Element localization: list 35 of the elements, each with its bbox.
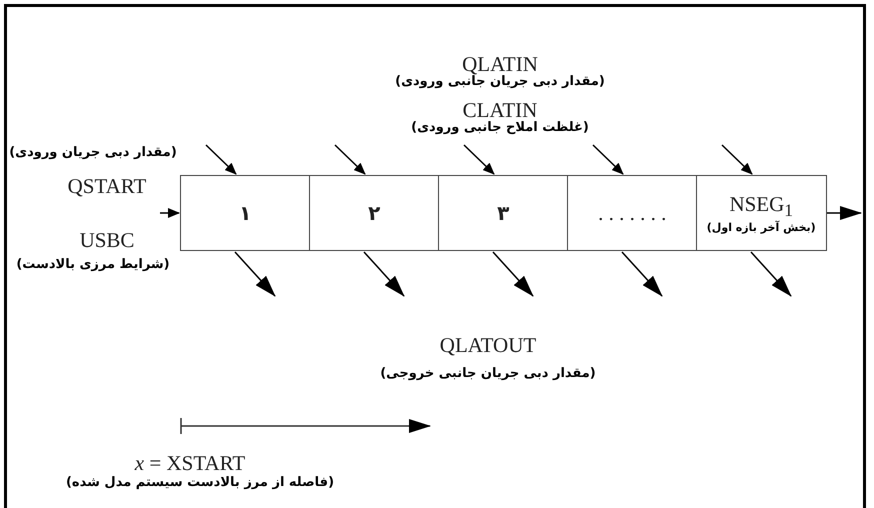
segment-note: (بخش آخر بازه اول) bbox=[706, 221, 816, 234]
arrow bbox=[160, 208, 180, 218]
arrow bbox=[363, 252, 405, 297]
segment-box bbox=[438, 175, 568, 251]
segment-label: NSEG$_{1}$ bbox=[729, 192, 794, 220]
segment-label: ۳ bbox=[497, 201, 510, 225]
variable-name: USBC bbox=[80, 228, 134, 253]
variable-description: (مقدار دبی جریان جانبی خروجی) bbox=[380, 366, 596, 381]
arrow bbox=[621, 252, 663, 297]
variable-name: QLATOUT bbox=[440, 333, 536, 358]
variable-description: (مقدار دبی جریان ورودی) bbox=[9, 145, 177, 160]
arrow bbox=[205, 144, 237, 175]
variable-description: (شرایط مرزی بالادست) bbox=[16, 257, 170, 272]
segment-box bbox=[180, 175, 310, 251]
arrow bbox=[492, 252, 534, 297]
variable-name: x = XSTART bbox=[134, 451, 246, 476]
variable-name: CLATIN bbox=[462, 98, 538, 122]
segment-box bbox=[696, 175, 826, 251]
variable-description: (غلظت املاح جانبی ورودی) bbox=[411, 120, 589, 135]
segment-box bbox=[309, 175, 440, 251]
arrow bbox=[334, 144, 366, 175]
arrow bbox=[592, 144, 624, 175]
arrow bbox=[750, 252, 792, 297]
segment-label: ۱ bbox=[239, 201, 252, 225]
variable-description: (مقدار دبی جریان جانبی ورودی) bbox=[395, 74, 605, 89]
arrow bbox=[827, 206, 862, 220]
arrow bbox=[721, 144, 753, 175]
segment-label: . . . . . . . bbox=[598, 200, 666, 226]
segment-label: ۲ bbox=[368, 201, 380, 225]
arrow bbox=[234, 252, 276, 297]
variable-name: QSTART bbox=[68, 174, 146, 199]
segment-box bbox=[567, 175, 698, 251]
arrow bbox=[463, 144, 495, 175]
variable-name: QLATIN bbox=[462, 52, 538, 76]
variable-description: (فاصله از مرز بالادست سیستم مدل شده) bbox=[66, 475, 334, 490]
